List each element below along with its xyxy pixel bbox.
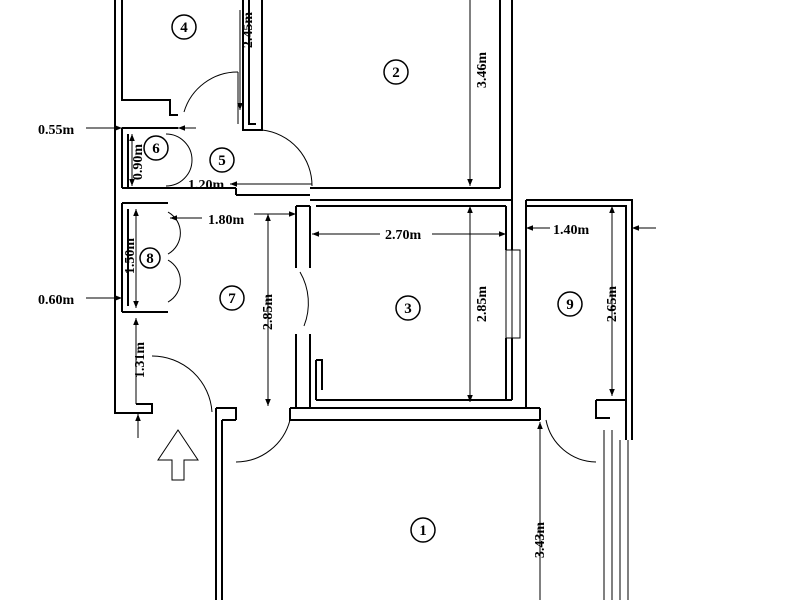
room-1-label: 1 — [410, 517, 436, 543]
room-7-number: 7 — [228, 291, 236, 307]
dim-0-55: 0.55m — [38, 123, 75, 138]
room-6-label: 6 — [143, 135, 169, 161]
room-2-label: 2 — [383, 59, 409, 85]
room-5-label: 5 — [209, 147, 235, 173]
doors — [151, 71, 597, 463]
room-1-number: 1 — [419, 523, 427, 539]
walls — [114, 0, 633, 600]
room-2-number: 2 — [392, 65, 400, 81]
room-3-number: 3 — [404, 301, 412, 317]
dim-1-20: 1.20m — [188, 178, 225, 193]
room-9-label: 9 — [557, 291, 583, 317]
room-4-label: 4 — [171, 14, 197, 40]
dim-2-85-room7: 2.85m — [261, 294, 276, 331]
room-5-number: 5 — [218, 153, 226, 169]
dim-3-43: 3.43m — [533, 522, 548, 559]
room-8-number: 8 — [146, 251, 154, 267]
dimension-lines — [86, 0, 656, 600]
room-3-label: 3 — [395, 295, 421, 321]
room-9-number: 9 — [566, 297, 574, 313]
dim-0-60: 0.60m — [38, 293, 75, 308]
dim-1-80: 1.80m — [208, 213, 245, 228]
room-7-label: 7 — [219, 285, 245, 311]
dim-1-40: 1.40m — [553, 223, 590, 238]
room-8-label: 8 — [139, 247, 161, 269]
dim-2-85-room3: 2.85m — [475, 286, 490, 323]
room-labels: 1 2 3 4 5 6 7 8 — [139, 14, 583, 543]
dimension-labels: 2.45m 3.46m 0.55m 0.90m 1.20m 1.80m 2.70… — [38, 12, 620, 559]
room-6-number: 6 — [152, 141, 160, 157]
dim-2-45: 2.45m — [241, 12, 256, 49]
dim-1-31: 1.31m — [133, 342, 148, 379]
dim-1-50: 1.50m — [123, 238, 138, 275]
dim-2-65: 2.65m — [605, 286, 620, 323]
up-arrow-icon — [157, 429, 199, 481]
room-4-number: 4 — [180, 20, 188, 36]
dim-0-90: 0.90m — [131, 144, 146, 181]
dim-2-70: 2.70m — [385, 228, 422, 243]
dim-3-46: 3.46m — [475, 52, 490, 89]
